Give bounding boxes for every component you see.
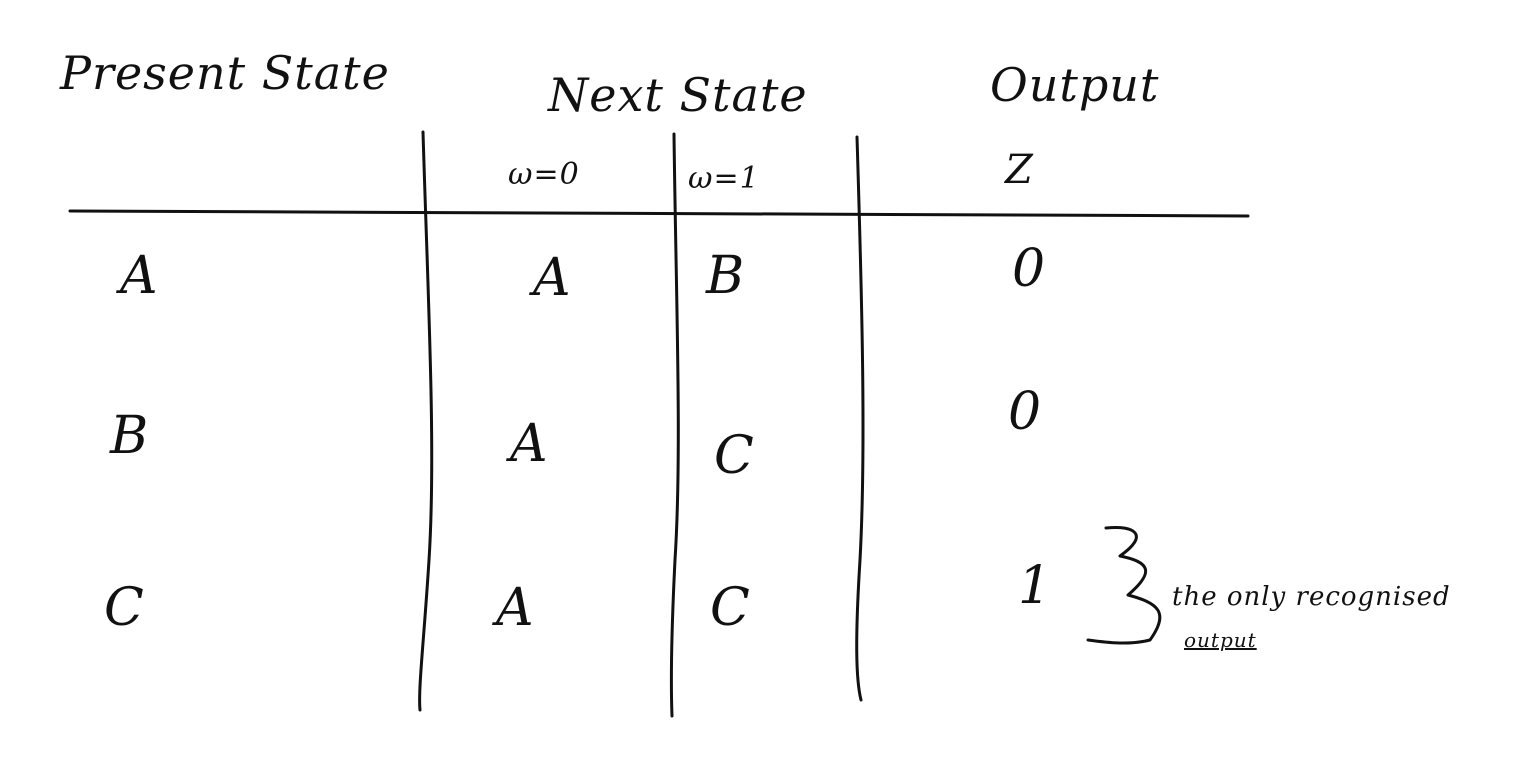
row-a-next-w0: A	[533, 248, 572, 308]
header-separator-line	[68, 208, 1250, 218]
annotation-brace-label: }	[1062, 520, 1064, 521]
present-state-header: Present State	[60, 46, 390, 100]
annotation-text: the only recognised	[1172, 582, 1451, 612]
annotation-brace	[1086, 525, 1162, 645]
row-a-output: 0	[1012, 239, 1047, 299]
row-c-next-w0: A	[496, 578, 535, 638]
subheader-w1: ω=1	[688, 161, 760, 196]
subheader-w0: ω=0	[508, 157, 580, 192]
next-state-header: Next State	[548, 68, 808, 122]
column-divider-1	[418, 130, 434, 712]
column-divider-3	[855, 135, 865, 702]
column-divider-2	[669, 132, 680, 718]
row-c-present: C	[104, 578, 145, 638]
row-b-next-w0: A	[510, 414, 549, 474]
output-header: Output	[990, 58, 1160, 112]
subheader-z: Z	[1005, 147, 1034, 193]
row-b-next-w1: C	[714, 426, 755, 486]
row-b-present: B	[110, 406, 150, 466]
row-b-output: 0	[1008, 382, 1043, 442]
row-a-next-w1: B	[706, 246, 746, 306]
row-a-present: A	[120, 246, 159, 306]
row-c-output: 1	[1018, 556, 1053, 616]
row-c-next-w1: C	[710, 578, 751, 638]
annotation-underlined-output: output	[1184, 628, 1257, 652]
